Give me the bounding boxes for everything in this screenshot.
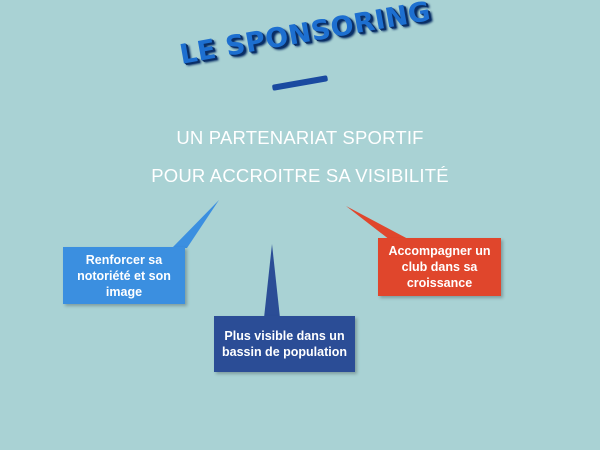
callout-center-pointer [264, 244, 280, 318]
heading-line-1: UN PARTENARIAT SPORTIF [176, 127, 424, 148]
callout-left-text: Renforcer sa notoriété et son image [77, 252, 171, 299]
callout-left-pointer [172, 200, 219, 248]
callout-right-pointer [346, 206, 410, 240]
heading-line-2: POUR ACCROITRE SA VISIBILITÉ [151, 165, 449, 186]
callout-right: Accompagner un club dans sa croissance [378, 238, 501, 296]
callout-right-text: Accompagner un club dans sa croissance [388, 244, 491, 290]
callout-center: Plus visible dans un bassin de populatio… [214, 316, 355, 372]
callout-left: Renforcer sa notoriété et son image [63, 247, 185, 304]
callout-center-text: Plus visible dans un bassin de populatio… [221, 329, 347, 359]
